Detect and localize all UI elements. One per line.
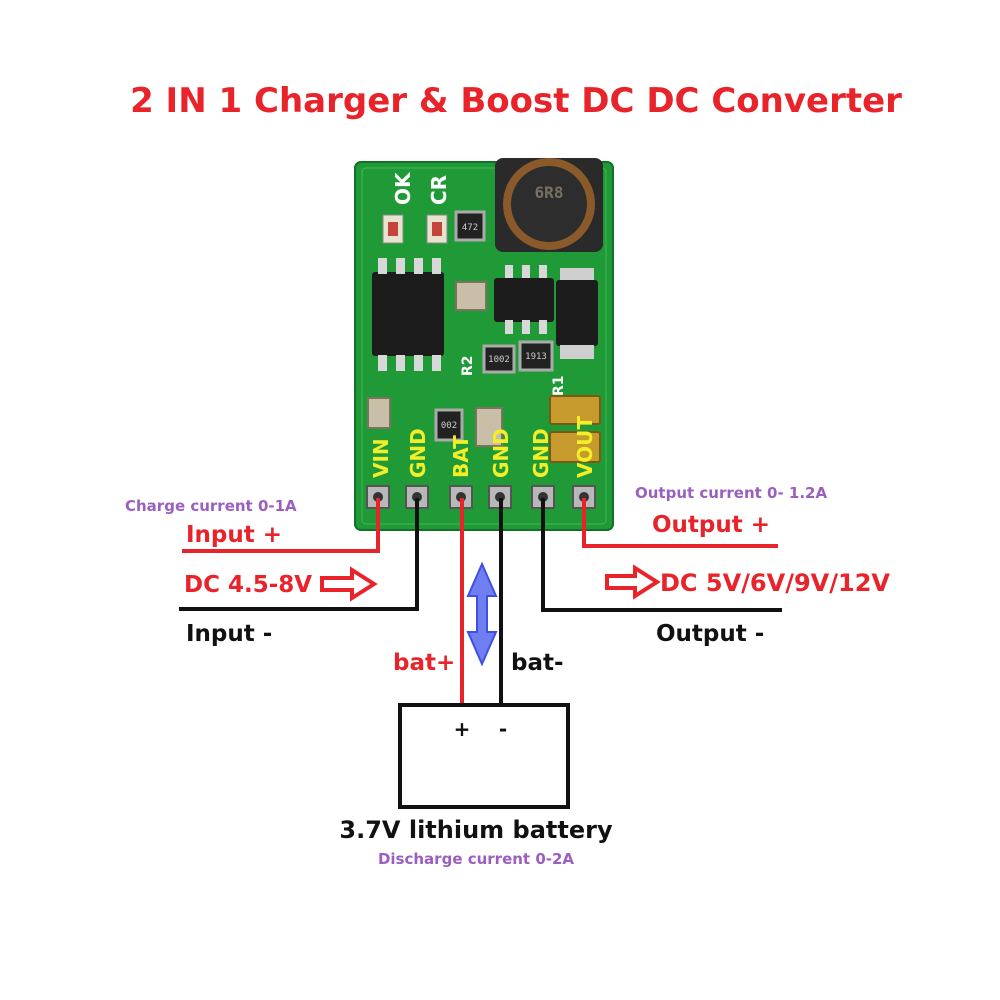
bat-minus-label: bat- xyxy=(511,650,564,676)
output-capacitor-1 xyxy=(549,395,601,425)
wire-input-plus xyxy=(182,498,380,553)
charge-current-note: Charge current 0-1A xyxy=(125,497,297,515)
silk-ok: OK xyxy=(391,171,415,205)
wire-output-minus xyxy=(541,498,782,612)
charger-ic xyxy=(372,258,444,371)
discharge-current-note: Discharge current 0-2A xyxy=(378,850,574,868)
silk-cr: CR xyxy=(427,175,451,205)
ok-led-window xyxy=(388,222,398,236)
pcb-edge-highlight xyxy=(361,167,607,525)
cr-led-window xyxy=(432,222,442,236)
battery-terminal-plus: + xyxy=(454,717,471,741)
silk-r1: R1 xyxy=(551,375,567,396)
input-voltage-label: DC 4.5-8V xyxy=(184,572,312,598)
input-plus-label: Input + xyxy=(186,522,282,548)
output-plus-label: Output + xyxy=(652,512,770,538)
pcb-module: OK CR 472 6R8 xyxy=(354,158,614,531)
bat-plus-label: bat+ xyxy=(393,650,455,676)
bat-capacitor xyxy=(475,407,503,447)
pin-label-vout: VOUT xyxy=(573,416,597,478)
battery-label: 3.7V lithium battery xyxy=(339,816,613,844)
header-pins xyxy=(366,485,596,509)
wire-input-minus xyxy=(179,498,419,611)
resistor-1002 xyxy=(482,344,516,374)
resistor-1002-marking: 1002 xyxy=(488,355,510,365)
pin-label-vin: VIN xyxy=(369,438,393,478)
diagram-title: 2 IN 1 Charger & Boost DC DC Converter xyxy=(130,81,902,121)
output-arrow-icon xyxy=(605,564,661,600)
schottky-diode xyxy=(556,268,598,359)
output-capacitor-2 xyxy=(549,431,601,463)
pin-label-gnd-3: GND xyxy=(529,428,553,478)
small-resistor-002-marking: 002 xyxy=(441,421,457,431)
input-arrow-icon xyxy=(320,566,378,602)
silk-r2: R2 xyxy=(460,355,476,376)
capacitor-pad xyxy=(455,281,487,311)
small-resistor-002 xyxy=(434,408,464,442)
wire-output-plus xyxy=(582,498,778,548)
resistor-1913 xyxy=(518,340,554,372)
resistor-472 xyxy=(454,210,486,242)
output-minus-label: Output - xyxy=(656,621,764,647)
bidirectional-arrow-icon xyxy=(466,561,498,667)
battery-box xyxy=(398,703,570,809)
battery-terminal-minus: - xyxy=(499,717,507,741)
pin-label-bat: BAT xyxy=(449,435,473,478)
output-voltage-label: DC 5V/6V/9V/12V xyxy=(660,569,890,597)
pin-label-gnd-1: GND xyxy=(406,428,430,478)
inductor-core xyxy=(511,166,587,242)
resistor-472-marking: 472 xyxy=(462,223,478,233)
inductor-marking: 6R8 xyxy=(535,183,564,202)
input-minus-label: Input - xyxy=(186,621,272,647)
resistor-1913-marking: 1913 xyxy=(525,352,547,362)
boost-ic xyxy=(494,265,554,334)
input-capacitor xyxy=(367,397,391,429)
pin-label-gnd-2: GND xyxy=(489,428,513,478)
wiring xyxy=(179,498,782,707)
output-current-note: Output current 0- 1.2A xyxy=(635,484,827,502)
